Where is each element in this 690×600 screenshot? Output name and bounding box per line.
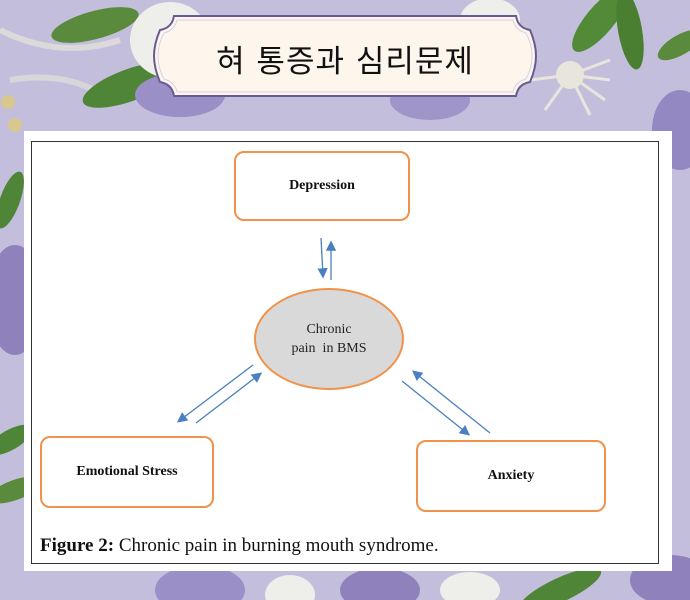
- arrows-layer: [176, 237, 491, 436]
- center-label-line2: pain in BMS: [291, 341, 367, 356]
- node-emotional-stress-label: Emotional Stress: [76, 464, 178, 479]
- node-emotional-stress: Emotional Stress: [40, 436, 214, 508]
- figure-caption: Figure 2: Chronic pain in burning mouth …: [40, 535, 439, 557]
- node-chronic-pain-center: Chronic pain in BMS: [254, 288, 404, 390]
- title-banner: 혀 통증과 심리문제: [152, 14, 538, 98]
- figure-frame: [31, 141, 659, 564]
- page-title: 혀 통증과 심리문제: [216, 44, 474, 80]
- caption-text: Chronic pain in burning mouth syndrome.: [114, 535, 439, 556]
- center-label-line1: Chronic: [306, 322, 352, 337]
- node-depression: Depression: [234, 151, 410, 221]
- arrow-depression-to-center: [317, 237, 328, 279]
- arrow-center-to-emotional-stress: [176, 364, 254, 423]
- arrow-center-to-anxiety: [401, 380, 471, 436]
- banner-frame-shape: [152, 15, 538, 97]
- caption-label: Figure 2:: [40, 535, 115, 556]
- node-depression-label: Depression: [289, 178, 355, 193]
- arrow-anxiety-to-center: [411, 370, 491, 434]
- node-anxiety-label: Anxiety: [487, 468, 535, 483]
- figure-card: Depression Chronic pain in BMS Emotional…: [24, 131, 672, 571]
- arrow-emotional-stress-to-center: [195, 372, 263, 424]
- node-anxiety: Anxiety: [416, 440, 606, 512]
